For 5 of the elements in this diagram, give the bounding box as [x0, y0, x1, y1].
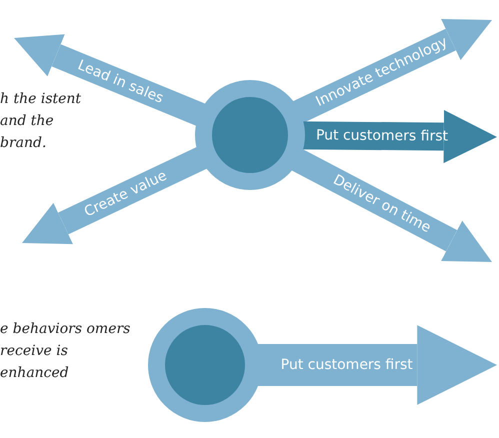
arrow-label: Put customers first	[316, 128, 448, 145]
text-note: h the istent and the brand.	[0, 90, 82, 153]
text-note: e behaviors omers receive is enhanced	[0, 320, 132, 383]
arrow	[256, 325, 497, 405]
arrow-label: Put customers first	[280, 357, 413, 373]
